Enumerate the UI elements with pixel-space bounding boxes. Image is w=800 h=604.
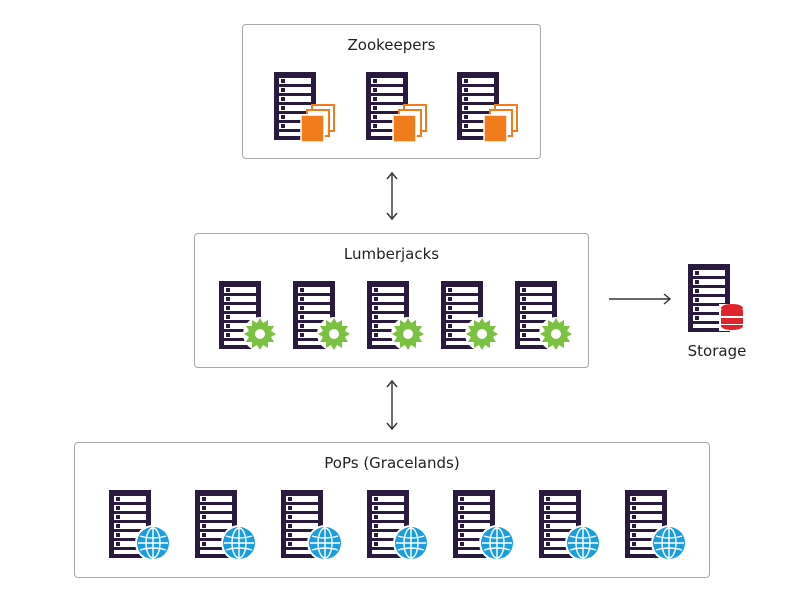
lumberjack-server-icon: [293, 281, 351, 351]
pop-server-icon: [453, 490, 516, 562]
arrow-zookeepers-lumberjacks: [386, 171, 398, 221]
zookeepers-title: Zookeepers: [347, 36, 436, 54]
zookeeper-server-icon: [366, 72, 427, 143]
pop-server-icon: [109, 490, 172, 562]
zookeeper-server-icon: [457, 72, 518, 143]
pops-title: PoPs (Gracelands): [324, 454, 460, 472]
arrow-lumberjacks-storage: [609, 293, 672, 305]
lumberjack-server-icon: [441, 281, 499, 351]
pops-group: PoPs (Gracelands): [74, 442, 710, 578]
storage-node: Storage: [682, 264, 752, 364]
lumberjacks-title: Lumberjacks: [343, 245, 440, 263]
lumberjack-server-icon: [219, 281, 277, 351]
arrow-lumberjacks-pops: [386, 379, 398, 431]
pop-server-icon: [195, 490, 258, 562]
lumberjack-server-icon: [515, 281, 573, 351]
pop-server-icon: [625, 490, 688, 562]
pop-server-icon: [281, 490, 344, 562]
zookeepers-group: Zookeepers: [242, 24, 541, 159]
storage-label: Storage: [687, 342, 747, 360]
lumberjack-server-icon: [367, 281, 425, 351]
lumberjacks-group: Lumberjacks: [194, 233, 589, 368]
pop-server-icon: [367, 490, 430, 562]
pop-server-icon: [539, 490, 602, 562]
storage-server-icon: [688, 264, 745, 332]
zookeeper-server-icon: [274, 72, 335, 143]
